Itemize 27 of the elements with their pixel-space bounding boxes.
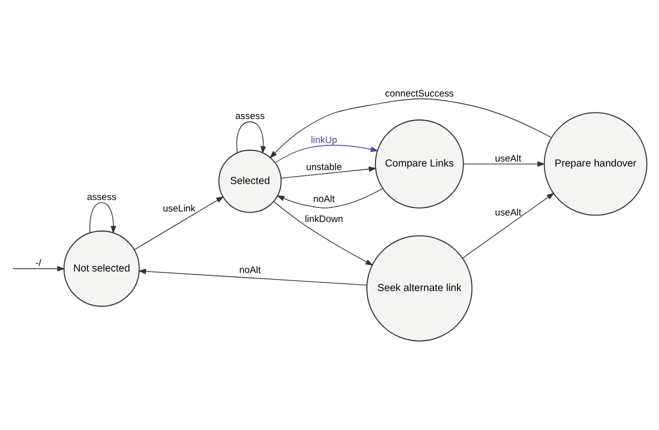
edge-label: noAlt	[239, 265, 261, 276]
node-circle: Prepare handover	[544, 112, 648, 216]
arrow	[462, 192, 554, 259]
edge-label: useLink	[162, 204, 196, 215]
edge-label: useAlt	[494, 153, 522, 164]
arrow	[12, 266, 66, 272]
edge-label: -/	[35, 258, 42, 270]
arrow	[236, 121, 266, 154]
edge-label: assess	[235, 111, 265, 122]
arrow	[270, 98, 552, 159]
edge-label: useAlt	[494, 208, 522, 219]
edge-label: linkDown	[304, 214, 344, 225]
edge-label: assess	[86, 192, 116, 203]
edge-label: unstable	[306, 162, 342, 173]
arrow	[462, 161, 546, 167]
arrow	[280, 166, 377, 179]
arrow	[274, 144, 379, 164]
arrow	[276, 188, 384, 208]
arrow	[274, 201, 374, 266]
edge-label: noAlt	[313, 194, 335, 206]
edge-label: linkUp	[310, 135, 338, 146]
arrow	[89, 202, 116, 234]
edge-label: connectSuccess	[385, 88, 454, 100]
arrow	[134, 196, 224, 250]
node-circle: Not selected	[64, 230, 140, 307]
node-circle: Compare Links	[374, 119, 464, 208]
arrow	[138, 268, 368, 286]
